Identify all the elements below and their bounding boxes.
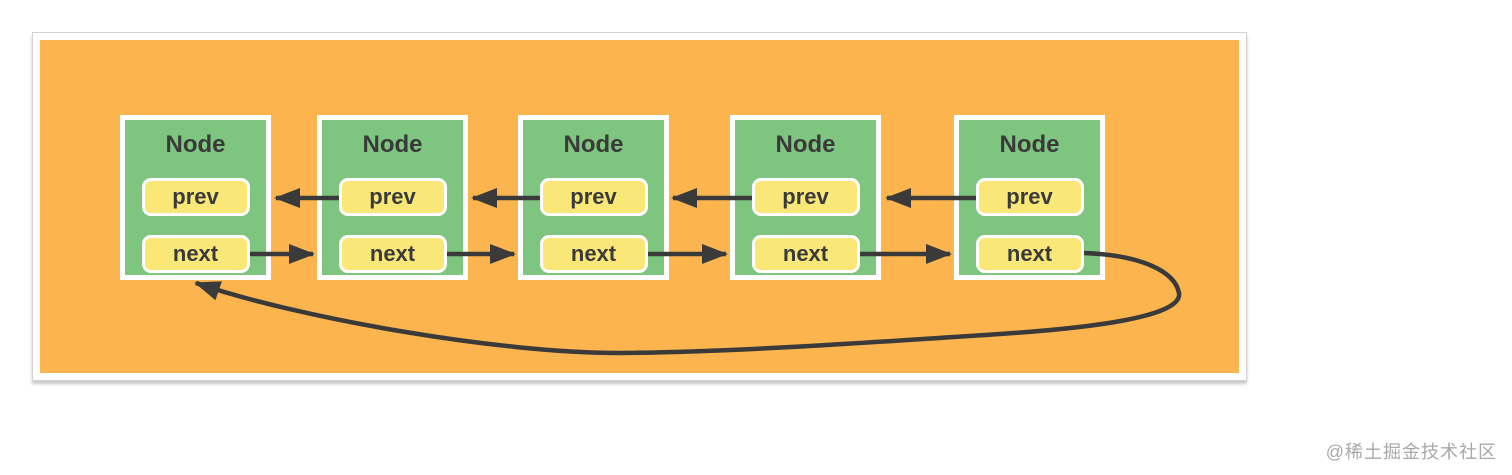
node-3: Node prev next (518, 115, 669, 280)
prev-field: prev (141, 178, 250, 216)
node-title: Node (362, 131, 423, 158)
node-title: Node (165, 131, 226, 158)
node-2: Node prev next (317, 115, 468, 280)
node-1: Node prev next (120, 115, 271, 280)
next-field: next (338, 235, 447, 273)
node-title: Node (999, 131, 1060, 158)
node-4: Node prev next (730, 115, 881, 280)
next-field: next (141, 235, 250, 273)
node-title: Node (563, 131, 624, 158)
next-field: next (751, 235, 860, 273)
node-5: Node prev next (954, 115, 1105, 280)
next-field: next (975, 235, 1084, 273)
prev-field: prev (338, 178, 447, 216)
next-field: next (539, 235, 648, 273)
watermark: @稀土掘金技术社区 (1325, 442, 1497, 462)
prev-field: prev (751, 178, 860, 216)
node-title: Node (775, 131, 836, 158)
prev-field: prev (975, 178, 1084, 216)
prev-field: prev (539, 178, 648, 216)
